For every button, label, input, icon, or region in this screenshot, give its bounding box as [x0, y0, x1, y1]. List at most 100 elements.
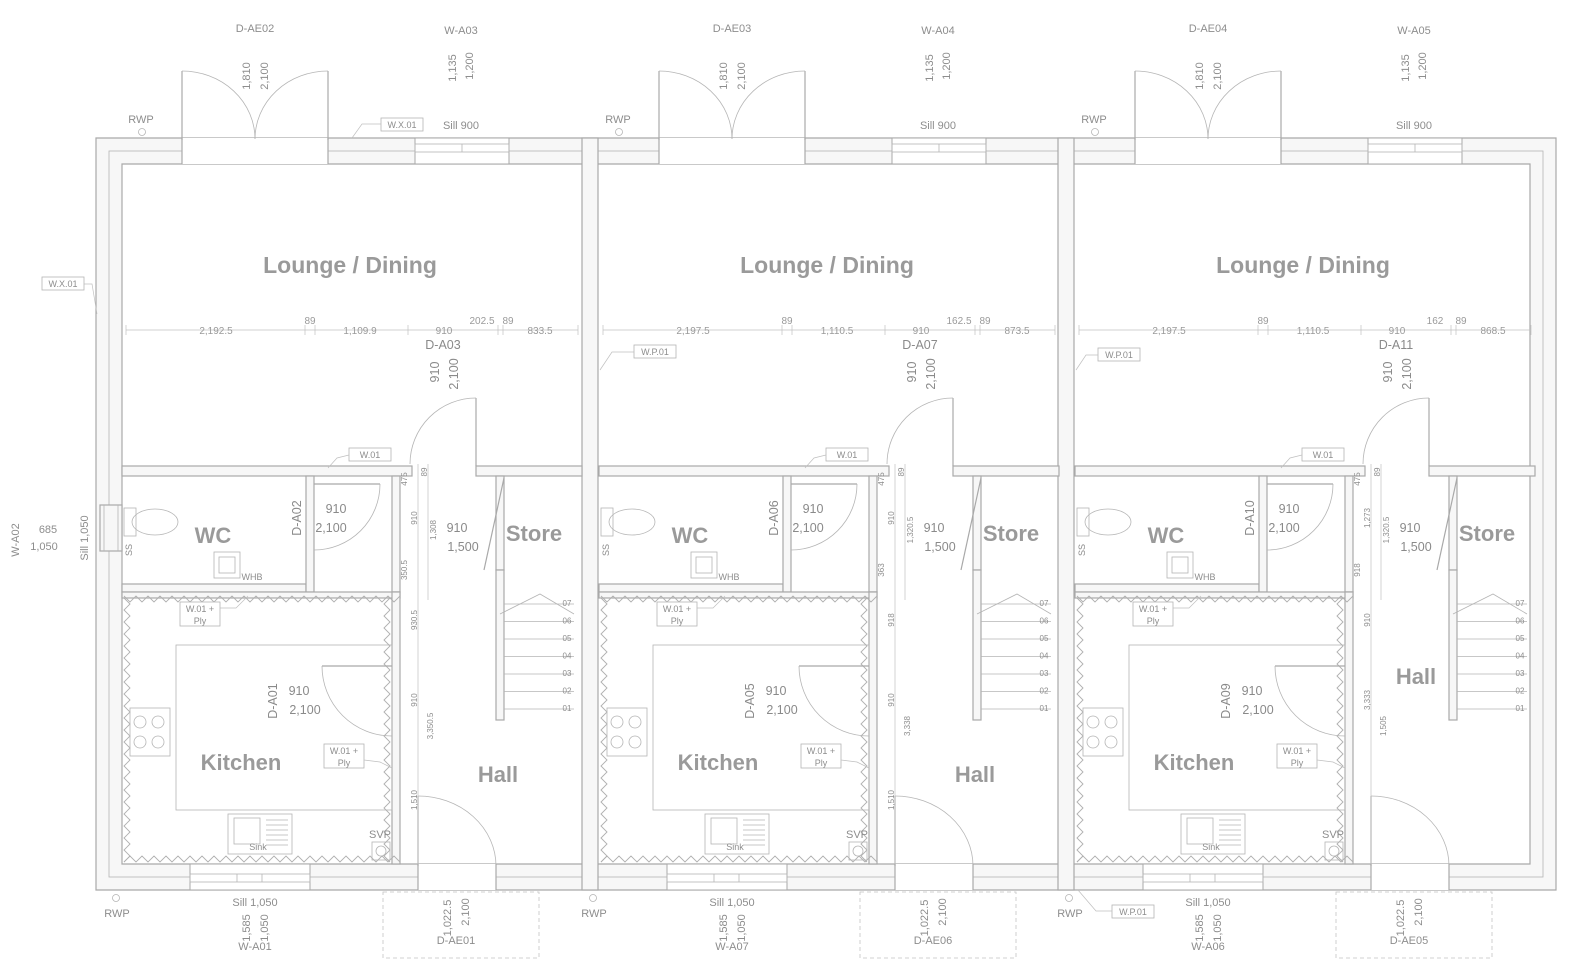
kitchen-lining-west	[1076, 597, 1084, 863]
store-door-w: 910	[1400, 521, 1421, 535]
front-door-canopy	[859, 891, 1017, 959]
svp-pipe	[375, 845, 387, 857]
hall-west-wall-upper	[391, 475, 401, 593]
whb-basin	[690, 551, 718, 579]
wc-kitchen-wall	[121, 583, 307, 593]
unit-2-room-lounge: Lounge / Dining	[740, 252, 914, 278]
stair-step-number: 02	[1516, 687, 1525, 696]
kitchen-window	[189, 863, 311, 891]
kitchen-window	[666, 863, 788, 891]
front-door-canopy	[1335, 891, 1493, 959]
stair-step-number: 01	[1516, 704, 1525, 713]
top-door-dim-w: 1,810	[718, 62, 730, 90]
wc-kitchen-wall	[598, 583, 784, 593]
kitchen-door-w: 910	[766, 684, 787, 698]
front-door-swing	[417, 795, 497, 867]
kitchen-east-wall	[1344, 591, 1354, 865]
lounge-door-w: 910	[905, 362, 919, 383]
wall-tag-box	[825, 447, 869, 462]
wall-tag-w01-ply: W.01 +Ply	[1132, 595, 1202, 627]
unit-2-room-wc: WC	[672, 523, 709, 548]
hall-dim: 89	[420, 467, 429, 476]
bottom-door-dim-h: 2,100	[937, 898, 949, 926]
whb-basin	[213, 551, 241, 579]
bottom-window-dim-w: 1,585	[1194, 914, 1206, 942]
svp-box	[1324, 841, 1344, 861]
lounge-run-dim: 89	[1455, 316, 1467, 327]
wc-toilet	[131, 508, 179, 536]
unit-3-room-wc: WC	[1148, 523, 1185, 548]
kitchen-worktop	[1128, 644, 1346, 811]
bottom-window-dim-h: 1,050	[736, 914, 748, 942]
lounge-door-swing	[1362, 397, 1430, 465]
wall-tag-w01-text: W.01	[837, 450, 858, 460]
hall-dim: 918	[887, 613, 896, 627]
kitchen-lining-east	[383, 597, 391, 863]
wall-tag-w01-text: W.01	[1313, 450, 1334, 460]
store-door-leaf	[960, 477, 982, 571]
hob-ring	[151, 735, 165, 749]
top-door-dim-h: 2,100	[259, 62, 271, 90]
side-window-sill: Sill 1,050	[79, 515, 91, 560]
hob	[1082, 707, 1124, 757]
lounge-run-dim: 1,110.5	[821, 326, 854, 337]
kitchen-window-frame	[1142, 873, 1264, 883]
hall-dim: 1,308	[429, 519, 438, 540]
sink-label: Sink	[249, 842, 267, 852]
top-window-dim-h: 1,200	[1417, 52, 1429, 80]
lounge-run-dim: 2,192.5	[199, 326, 233, 337]
top-door-dim-h: 2,100	[736, 62, 748, 90]
lounge-lower-wall	[121, 465, 413, 477]
unit-1-room-kitchen: Kitchen	[201, 750, 282, 775]
front-door-gap	[1371, 864, 1449, 890]
lounge-run-dim: 2,197.5	[676, 326, 710, 337]
sink-unit	[704, 813, 770, 855]
top-window-dim-h: 1,200	[941, 52, 953, 80]
wc-door-w: 910	[326, 502, 347, 516]
hall-dim: 475	[877, 472, 886, 486]
unit-2-room-store: Store	[983, 521, 1039, 546]
patio-door-gap	[182, 138, 328, 164]
hall-dim: 89	[897, 467, 906, 476]
unit-1-room-store: Store	[506, 521, 562, 546]
wc-cistern	[1076, 507, 1090, 537]
door-swing-left	[1134, 70, 1209, 140]
wall-tag-w01-ply-b: Ply	[1147, 616, 1160, 626]
sink-bowl	[1186, 817, 1214, 845]
rwp-top-marker	[138, 128, 146, 136]
wall-tag-w01-ply-2: W.01 +Ply	[800, 743, 870, 769]
sink-bowl	[710, 817, 738, 845]
kitchen-worktop	[175, 644, 393, 811]
bottom-door-dim-h: 2,100	[460, 898, 472, 926]
svp-label: SVP	[846, 829, 868, 841]
kitchen-door-mark: D-A09	[1219, 683, 1233, 718]
kitchen-lining-north	[600, 595, 878, 603]
wall-tag-wp01-unit3-text: W.P.01	[1105, 350, 1133, 360]
wall-tag-w01-ply-2: W.01 +Ply	[1276, 743, 1346, 769]
wc-door-w: 910	[803, 502, 824, 516]
wc-door-mark: D-A10	[1243, 500, 1257, 535]
wall-tag-box	[1301, 447, 1345, 462]
lounge-door-h: 2,100	[1400, 358, 1414, 389]
wc-kitchen-wall	[1074, 583, 1260, 593]
door-swing-right	[1207, 70, 1282, 140]
top-openings-unit-2: Sill 900	[658, 70, 987, 165]
wc-east-wall	[305, 475, 315, 593]
lounge-lower-wall	[598, 465, 890, 477]
kitchen-door-swing	[1274, 665, 1346, 737]
wc-ss-label: SS	[124, 544, 134, 556]
kitchen-door-h: 2,100	[766, 703, 797, 717]
hall-dim: 350.5	[400, 559, 409, 580]
top-door-dim-w: 1,810	[241, 62, 253, 90]
hall-dim: 910	[887, 693, 896, 707]
bottom-window-sill: Sill 1,050	[709, 897, 754, 909]
wall-tag-w01-ply-b: Ply	[815, 758, 828, 768]
wall-tag-leader	[804, 454, 827, 469]
store-door-h: 1,500	[1400, 540, 1431, 554]
wall-tag-leader	[697, 595, 726, 609]
wc-cistern	[600, 507, 614, 537]
wc-door-h: 2,100	[792, 521, 823, 535]
